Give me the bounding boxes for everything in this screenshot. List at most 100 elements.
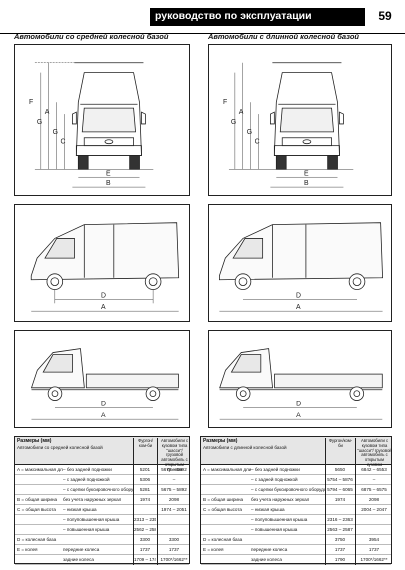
right-table-col1: Фургон/ком-би bbox=[325, 438, 355, 465]
dim-label-G2-long: G bbox=[247, 129, 252, 136]
table-cell-v2: 1737 bbox=[168, 547, 180, 552]
dim-label-A-side-long: A bbox=[296, 304, 301, 311]
right-table-subheading: Автомобили с длинной колесной базой bbox=[203, 445, 287, 450]
side-view-medium-truck-panel: D A bbox=[14, 330, 190, 428]
front-view-medium-panel: A G G C F E B bbox=[14, 44, 190, 196]
table-cell-v2: 1700*/1662** bbox=[160, 557, 188, 562]
table-cell-sub: – повышенная крыша bbox=[251, 527, 298, 532]
right-table-divider-2 bbox=[355, 465, 356, 565]
table-cell-v1: 1790 bbox=[334, 557, 346, 562]
table-cell-v1: 1737 bbox=[334, 547, 346, 552]
table-row: – с сцепки буксировочного оборудования57… bbox=[201, 485, 391, 495]
table-cell-v2: 5675 – 5892 bbox=[161, 487, 187, 492]
left-table-divider-1 bbox=[133, 465, 134, 565]
table-cell-v1: 1974 bbox=[334, 497, 346, 502]
table-cell-v1: 1737 bbox=[139, 547, 151, 552]
front-view-long-drawing: A G G C F E B bbox=[223, 62, 354, 188]
table-cell-label: E = колея bbox=[17, 547, 38, 552]
dim-label-B-long: B bbox=[304, 180, 309, 187]
table-cell-v1: 3300 bbox=[139, 537, 151, 542]
side-view-medium-van-drawing: D A bbox=[30, 222, 180, 312]
table-cell-sub: задние колеса bbox=[251, 557, 282, 562]
dim-label-A-truck-long: A bbox=[296, 412, 301, 419]
table-cell-label: A = максимальная длина bbox=[17, 467, 63, 472]
front-view-medium-drawing: A G G C F E B bbox=[29, 62, 154, 188]
table-cell-sub: – с сцепки буксировочного оборудования bbox=[63, 487, 133, 492]
table-cell-sub: передние колеса bbox=[63, 547, 100, 552]
dim-label-F: F bbox=[29, 99, 33, 106]
right-table-col2: Автомобили с кузовом типа "шасси"/ грузо… bbox=[355, 438, 393, 467]
table-cell-label: B = общая ширина bbox=[203, 497, 244, 502]
dim-label-D-truck-long: D bbox=[296, 400, 301, 407]
table-cell-v2: 1700*/1662** bbox=[360, 557, 388, 562]
dim-label-D-long: D bbox=[296, 292, 301, 299]
right-column-title: Автомобили с длинной колесной базой bbox=[208, 32, 359, 41]
side-view-medium-truck-drawing: D A bbox=[30, 348, 179, 420]
right-table-header: Размеры (мм) Автомобили с длинной колесн… bbox=[201, 437, 393, 467]
table-cell-v1: 3750 bbox=[334, 537, 346, 542]
dim-label-G2: G bbox=[53, 129, 58, 136]
table-cell-label: E = колея bbox=[203, 547, 224, 552]
dim-label-A-side: A bbox=[101, 304, 106, 311]
table-cell-v2: 3300 bbox=[168, 537, 180, 542]
table-cell-v2: – bbox=[372, 477, 376, 482]
table-cell-v2: 1737 bbox=[368, 547, 380, 552]
table-cell-v1: 5306 bbox=[139, 477, 151, 482]
side-view-long-van-panel: D A bbox=[208, 204, 392, 322]
left-column-title: Автомобили со средней колесной базой bbox=[14, 32, 169, 41]
table-cell-sub: задние колеса bbox=[63, 557, 94, 562]
dim-label-G1: G bbox=[37, 119, 42, 126]
header-title: руководство по эксплуатации bbox=[155, 10, 312, 22]
table-row: – с сцепки буксировочного оборудования52… bbox=[15, 485, 189, 495]
table-cell-v1: 2563 – 2587 bbox=[327, 527, 353, 532]
table-cell-sub: – с сцепки буксировочного оборудования bbox=[251, 487, 325, 492]
table-cell-sub: без учета наружных зеркал bbox=[251, 497, 310, 502]
table-row: A = максимальная длина– без задней подно… bbox=[201, 465, 391, 475]
table-cell-v2: 3954 bbox=[368, 537, 380, 542]
dim-label-F-long: F bbox=[223, 99, 227, 106]
table-cell-sub: – повышенная крыша bbox=[63, 527, 110, 532]
table-row: – повышенная крыша 2563 – 2587 bbox=[201, 525, 391, 535]
table-cell-label: D = колесная база bbox=[17, 537, 57, 542]
dim-label-A: A bbox=[45, 109, 50, 116]
right-spec-table: Размеры (мм) Автомобили с длинной колесн… bbox=[200, 436, 393, 565]
table-cell-label: B = общая ширина bbox=[17, 497, 58, 502]
table-cell-sub: – без задней подножки bbox=[63, 467, 112, 472]
left-table-col1: Фургон/ком-би bbox=[133, 438, 157, 465]
table-cell-sub: – низкая крыша bbox=[63, 507, 97, 512]
table-cell-v2: 6842 – 6553 bbox=[361, 467, 387, 472]
table-row: задние колеса 1709 – 1741 1700*/1662** bbox=[15, 555, 189, 565]
page-number: 59 bbox=[378, 9, 392, 23]
left-table-header: Размеры (мм) Автомобили со средней колес… bbox=[15, 437, 189, 472]
dim-label-D-truck: D bbox=[101, 400, 106, 407]
table-cell-v1: 1974 bbox=[139, 497, 151, 502]
table-row: задние колеса 1790 1700*/1662** bbox=[201, 555, 391, 565]
table-cell-sub: – с задней подножкой bbox=[63, 477, 110, 482]
dim-label-A-long: A bbox=[239, 109, 244, 116]
table-cell-v2: 2004 – 2047 bbox=[361, 507, 387, 512]
table-cell-sub: без учета наружных зеркал bbox=[63, 497, 122, 502]
dim-label-B: B bbox=[106, 180, 111, 187]
side-view-long-truck-panel: D A bbox=[208, 330, 392, 428]
side-view-long-truck-drawing: D A bbox=[219, 348, 383, 420]
table-cell-sub: передние колеса bbox=[251, 547, 288, 552]
table-cell-label: C = общая высота bbox=[17, 507, 56, 512]
left-table-divider-2 bbox=[157, 465, 158, 565]
table-cell-v2: 2098 bbox=[368, 497, 380, 502]
table-cell-v1: 1709 – 1741 bbox=[134, 557, 156, 562]
table-cell-v1: 2316 – 2363 bbox=[327, 517, 353, 522]
side-view-medium-van-panel: D A bbox=[14, 204, 190, 322]
left-spec-table: Размеры (мм) Автомобили со средней колес… bbox=[14, 436, 190, 565]
dim-label-C: C bbox=[61, 139, 66, 146]
table-cell-sub: – низкая крыша bbox=[251, 507, 285, 512]
front-view-long-panel: A G G C F E B bbox=[208, 44, 392, 196]
dim-label-C-long: C bbox=[255, 139, 260, 146]
dim-label-E: E bbox=[106, 170, 111, 177]
table-cell-v1: 5794 – 6065 bbox=[327, 487, 353, 492]
table-cell-v2: 2098 bbox=[168, 497, 180, 502]
